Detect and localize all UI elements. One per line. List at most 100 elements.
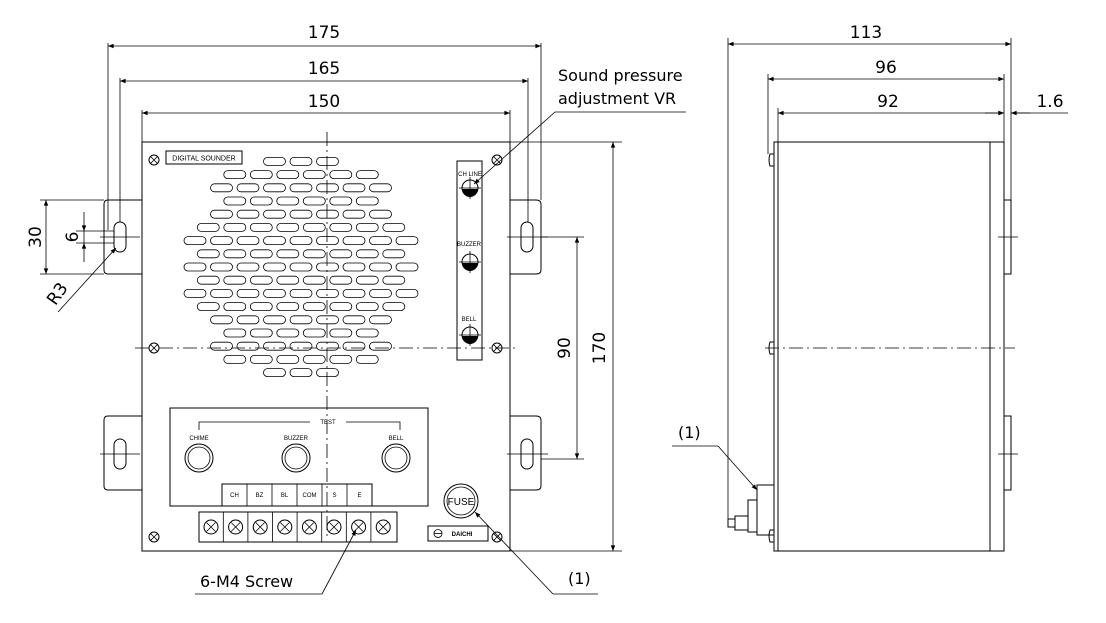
- grille-slot: [263, 209, 286, 219]
- callout-sound-pressure-line1: Sound pressure: [558, 66, 683, 85]
- vr-knob-icon[interactable]: [459, 251, 481, 273]
- grille-slot: [210, 236, 233, 246]
- grille-slot: [236, 288, 260, 298]
- grille-slot: [210, 183, 233, 193]
- grille-slot: [342, 183, 366, 193]
- nameplate-text: DIGITAL SOUNDER: [172, 156, 235, 163]
- grille-slot: [382, 275, 406, 285]
- dim-ear-height: 30: [26, 226, 46, 248]
- grille-slot: [223, 196, 247, 206]
- nameplate-box: [165, 150, 243, 165]
- grille-slot: [263, 183, 286, 193]
- grille-slot: [316, 262, 339, 272]
- grille-slot: [316, 315, 339, 325]
- grille-slot: [249, 249, 273, 259]
- grille-slot: [316, 209, 339, 219]
- side-body: [777, 141, 991, 552]
- vr-label-bell: BELL: [462, 317, 477, 323]
- grille-slot: [369, 183, 392, 193]
- grille-slot: [223, 354, 247, 364]
- grille-slot: [342, 209, 366, 219]
- grille-slot: [355, 302, 379, 312]
- grille-slot: [302, 302, 326, 312]
- grille-slot: [316, 183, 339, 193]
- vr-label-buzzer: BUZZER: [457, 242, 482, 248]
- grille-slot: [263, 288, 286, 298]
- vr-knob-icon[interactable]: [459, 177, 481, 199]
- dim-slot-pitch: 90: [555, 337, 575, 359]
- fuse-holder[interactable]: FUSE: [443, 483, 479, 519]
- test-label-buzzer: BUZZER: [284, 436, 309, 442]
- callout-ref-fuse: (1): [568, 569, 591, 588]
- grille-slot: [289, 368, 313, 378]
- grille-slot: [236, 236, 260, 246]
- test-panel: TEST CHIME BUZZER BELL: [169, 407, 429, 507]
- dim-overall-width: 175: [308, 23, 340, 43]
- grille-slot: [276, 302, 300, 312]
- grille-slot: [395, 288, 419, 298]
- callout-ref-side: (1): [678, 423, 701, 442]
- grille-slot: [249, 170, 273, 180]
- terminal-label-strip: CH BZ BL COM S E: [221, 483, 373, 507]
- grille-slot: [289, 156, 313, 166]
- grille-slot: [276, 354, 300, 364]
- dim-thickness: 1.6: [1036, 92, 1063, 112]
- terminal-label: COM: [303, 493, 317, 499]
- dim-radius: R3: [43, 279, 72, 309]
- grille-slot: [223, 275, 247, 285]
- grille-slot: [316, 341, 339, 351]
- callout-screw: 6-M4 Screw: [200, 572, 293, 591]
- front-dimensions: 175 165 150 170 90 30 6 R: [26, 23, 622, 552]
- grille-slot: [236, 183, 260, 193]
- test-button-bell[interactable]: [381, 443, 411, 473]
- grille-slot: [210, 262, 233, 272]
- dim-slot-width: 6: [63, 232, 83, 243]
- test-button-chime[interactable]: [184, 443, 214, 473]
- speaker-grille: [183, 156, 419, 378]
- grille-slot: [355, 354, 379, 364]
- grille-slot: [329, 354, 353, 364]
- grille-slot: [369, 236, 392, 246]
- grille-slot: [289, 236, 313, 246]
- dim-depth-92: 92: [877, 92, 899, 112]
- grille-slot: [355, 328, 379, 338]
- test-button-buzzer[interactable]: [281, 443, 311, 473]
- dim-depth-total: 113: [850, 23, 882, 43]
- grille-slot: [249, 302, 273, 312]
- test-label-chime: CHIME: [189, 436, 208, 442]
- grille-slot: [249, 354, 273, 364]
- grille-slot: [302, 249, 326, 259]
- grille-slot: [329, 328, 353, 338]
- grille-slot: [355, 222, 379, 232]
- grille-slot: [249, 328, 273, 338]
- grille-slot: [263, 315, 286, 325]
- grille-slot: [249, 222, 273, 232]
- grille-slot: [223, 302, 247, 312]
- grille-slot: [395, 236, 419, 246]
- grille-slot: [249, 275, 273, 285]
- grille-slot: [369, 288, 392, 298]
- front-view: DIGITAL SOUNDER CH LINE BUZZER BELL TEST…: [100, 132, 548, 552]
- grille-slot: [289, 183, 313, 193]
- terminal-label: E: [357, 493, 361, 499]
- grille-slot: [276, 249, 300, 259]
- grille-slot: [196, 275, 220, 285]
- grille-slot: [302, 222, 326, 232]
- test-label: TEST: [320, 420, 336, 426]
- grille-slot: [395, 262, 419, 272]
- grille-slot: [382, 302, 406, 312]
- grille-slot: [210, 209, 233, 219]
- terminal-screw-icon: [228, 512, 249, 542]
- grille-slot: [329, 222, 353, 232]
- dim-body-height: 170: [590, 332, 610, 364]
- side-dimensions: 113 96 92 1.6 (1): [672, 23, 1068, 519]
- grille-slot: [342, 341, 366, 351]
- terminal-screw-icon: [326, 512, 347, 542]
- vr-knob-icon[interactable]: [459, 324, 481, 346]
- terminal-screw-icon: [351, 512, 372, 542]
- grille-slot: [355, 196, 379, 206]
- grille-slot: [316, 156, 339, 166]
- grille-slot: [223, 328, 247, 338]
- grille-slot: [196, 222, 220, 232]
